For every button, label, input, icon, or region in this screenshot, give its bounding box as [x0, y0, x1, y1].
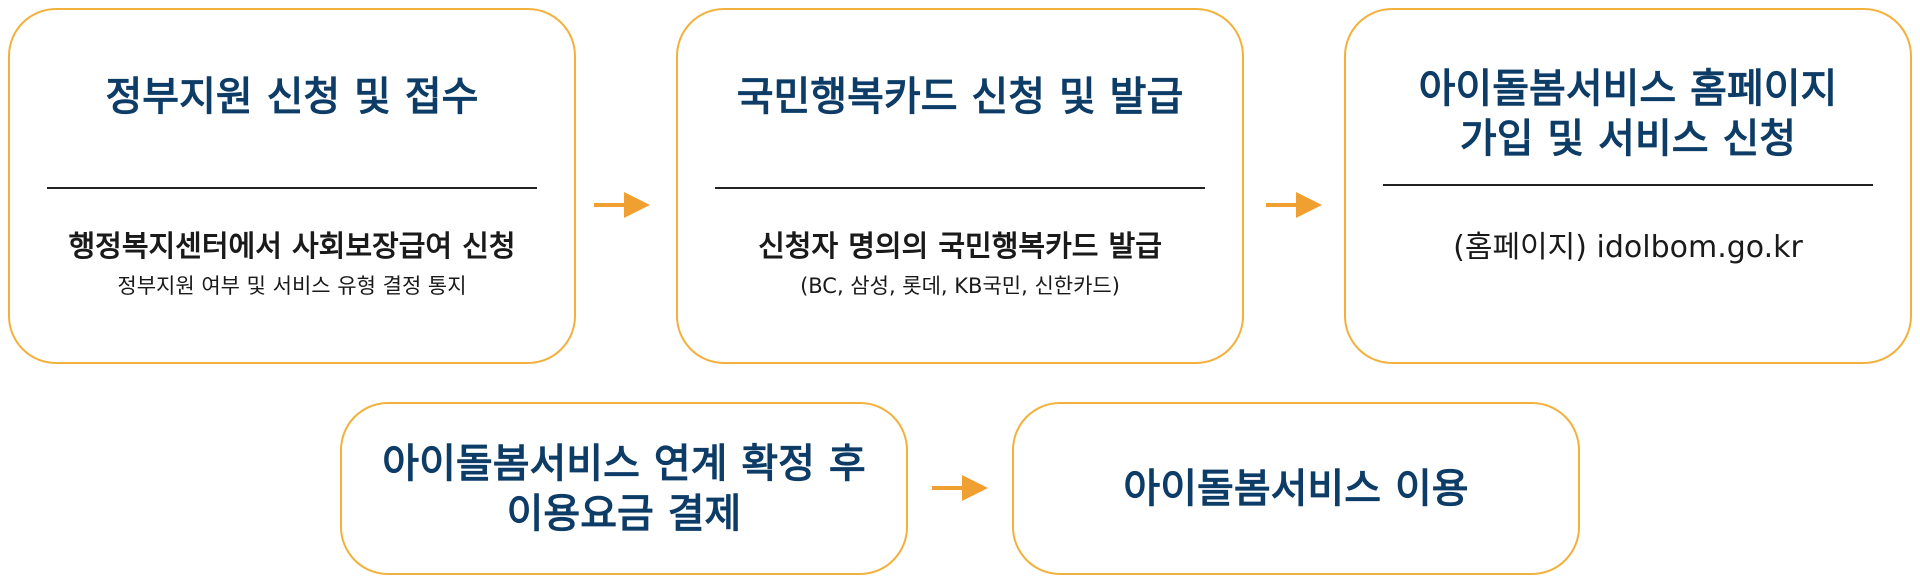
step-1-title: 정부지원 신청 및 접수 — [105, 74, 479, 120]
arrow-right-icon — [932, 475, 988, 501]
step-4-title: 아이돌봄서비스 연계 확정 후 이용요금 결제 — [382, 439, 865, 539]
step-3-title: 아이돌봄서비스 홈페이지 가입 및 서비스 신청 — [1419, 64, 1838, 164]
step-4-title-line2: 이용요금 결제 — [506, 490, 742, 537]
step-1-box: 정부지원 신청 및 접수 행정복지센터에서 사회보장급여 신청 정부지원 여부 … — [8, 8, 576, 364]
step-2-divider — [715, 187, 1205, 189]
arrow-right-icon — [594, 192, 650, 218]
step-2-desc: 신청자 명의의 국민행복카드 발급 — [758, 229, 1162, 263]
step-3-title-wrap: 아이돌봄서비스 홈페이지 가입 및 서비스 신청 — [1419, 62, 1838, 166]
step-2-box: 국민행복카드 신청 및 발급 신청자 명의의 국민행복카드 발급 (BC, 삼성… — [676, 8, 1244, 364]
step-4-title-line1: 아이돌봄서비스 연계 확정 후 — [382, 440, 866, 487]
step-1-divider — [47, 187, 537, 189]
step-4-box: 아이돌봄서비스 연계 확정 후 이용요금 결제 — [340, 402, 908, 575]
step-2-title: 국민행복카드 신청 및 발급 — [736, 74, 1184, 120]
step-3-url: (홈페이지) idolbom.go.kr — [1453, 230, 1803, 265]
step-2-subdesc: (BC, 삼성, 롯데, KB국민, 신한카드) — [800, 274, 1120, 298]
step-5-title: 아이돌봄서비스 이용 — [1123, 465, 1469, 512]
step-2-title-wrap: 국민행복카드 신청 및 발급 — [737, 72, 1184, 142]
step-5-box: 아이돌봄서비스 이용 — [1012, 402, 1580, 575]
step-1-desc: 행정복지센터에서 사회보장급여 신청 — [68, 229, 516, 263]
step-3-box: 아이돌봄서비스 홈페이지 가입 및 서비스 신청 (홈페이지) idolbom.… — [1344, 8, 1912, 364]
arrow-right-icon — [1266, 192, 1322, 218]
step-3-title-line1: 아이돌봄서비스 홈페이지 — [1418, 66, 1838, 112]
step-1-subdesc: 정부지원 여부 및 서비스 유형 결정 통지 — [117, 274, 467, 298]
step-3-title-line2: 가입 및 서비스 신청 — [1459, 116, 1797, 162]
step-3-divider — [1383, 184, 1873, 186]
step-1-title-wrap: 정부지원 신청 및 접수 — [106, 72, 479, 142]
